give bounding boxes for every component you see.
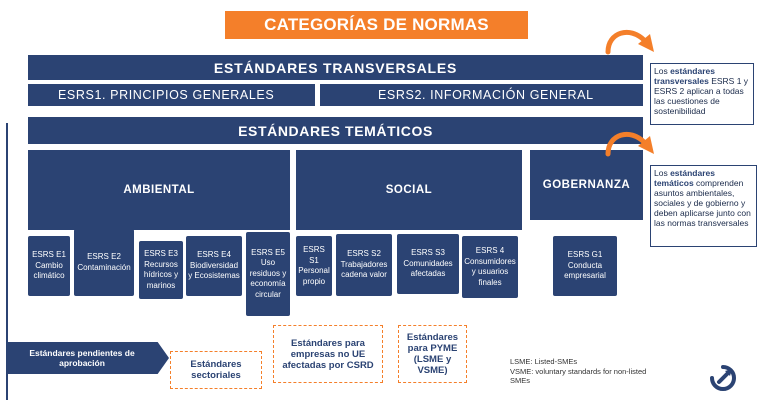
standard-name: Trabajadores cadena valor bbox=[340, 259, 388, 280]
pending-arrow: Estándares pendientes de aprobación bbox=[7, 342, 169, 374]
category-gobernanza: GOBERNANZA bbox=[530, 150, 643, 220]
standard-name: Cambio climático bbox=[33, 260, 65, 281]
standard-code: ESRS 4 bbox=[475, 246, 505, 255]
legend: LSME: Listed-SMEs VSME: voluntary standa… bbox=[510, 357, 655, 386]
standard-e2: ESRS E2 Contaminación bbox=[74, 229, 134, 296]
callout-tematicos: Los estándares temáticos comprenden asun… bbox=[650, 165, 757, 247]
standard-name: Recursos hídricos y marinos bbox=[143, 259, 179, 290]
standard-name: Contaminación bbox=[77, 262, 131, 272]
standard-code: ESRS E3 bbox=[144, 249, 178, 258]
standard-g1: ESRS G1 Conducta empresarial bbox=[553, 236, 617, 296]
standard-name: Consumidores y usuarios finales bbox=[464, 256, 516, 287]
callout-text: ESRS 1 y ESRS 2 aplican a todas las cues… bbox=[654, 76, 749, 116]
standard-e4: ESRS E4 Biodiversidad y Ecosistemas bbox=[186, 236, 242, 296]
standard-s2: ESRS S2 Trabajadores cadena valor bbox=[336, 234, 392, 296]
standard-code: ESRS E1 bbox=[32, 250, 66, 260]
standard-name: Uso residuos y economía circular bbox=[249, 258, 287, 299]
logo-icon bbox=[710, 365, 736, 391]
pending-box-pyme: Estándares para PYME (LSME y VSME) bbox=[398, 325, 467, 383]
standard-s1: ESRS S1 Personal propio bbox=[296, 236, 332, 296]
standard-code: ESRS G1 bbox=[567, 250, 603, 260]
callout-bold: estándares transversales bbox=[654, 66, 715, 86]
callout-prefix: Los bbox=[654, 66, 671, 76]
curved-arrow-icon bbox=[605, 29, 654, 55]
standard-code: ESRS S2 bbox=[347, 249, 381, 259]
standard-name: Comunidades afectadas bbox=[403, 258, 453, 279]
standard-name: Personal propio bbox=[298, 266, 330, 286]
standard-e5: ESRS E5 Uso residuos y economía circular bbox=[246, 232, 290, 316]
left-divider bbox=[6, 123, 8, 400]
standard-s4: ESRS 4 Consumidores y usuarios finales bbox=[462, 236, 518, 298]
category-social: SOCIAL bbox=[296, 150, 522, 230]
standard-e1: ESRS E1 Cambio climático bbox=[28, 236, 70, 296]
page-title: CATEGORÍAS DE NORMAS bbox=[225, 11, 528, 39]
callout-transversal: Los estándares transversales ESRS 1 y ES… bbox=[650, 63, 754, 125]
standard-s3: ESRS S3 Comunidades afectadas bbox=[397, 234, 459, 294]
legend-vsme: VSME: voluntary standards for non-listed… bbox=[510, 367, 647, 385]
standard-name: Conducta empresarial bbox=[564, 260, 606, 281]
standard-code: ESRS E4 bbox=[197, 250, 231, 260]
pending-box-sectoriales: Estándares sectoriales bbox=[170, 351, 262, 389]
callout-bold: estándares temáticos bbox=[654, 168, 715, 188]
esrs2-box: ESRS2. INFORMACIÓN GENERAL bbox=[320, 84, 643, 106]
transversal-band: ESTÁNDARES TRANSVERSALES bbox=[28, 55, 643, 80]
standard-code: ESRS S3 bbox=[411, 248, 445, 258]
standard-code: ESRS E5 bbox=[251, 247, 285, 257]
callout-text: comprenden asuntos ambientales, sociales… bbox=[654, 178, 751, 228]
standard-code: ESRS E2 bbox=[87, 252, 121, 261]
pending-box-no-ue: Estándares para empresas no UE afectadas… bbox=[273, 325, 383, 383]
curved-arrow-icon bbox=[605, 131, 654, 157]
callout-prefix: Los bbox=[654, 168, 671, 178]
tematicos-band: ESTÁNDARES TEMÁTICOS bbox=[28, 117, 643, 144]
esrs1-box: ESRS1. PRINCIPIOS GENERALES bbox=[28, 84, 315, 106]
category-ambiental: AMBIENTAL bbox=[28, 150, 290, 230]
standard-e3: ESRS E3 Recursos hídricos y marinos bbox=[139, 241, 183, 299]
standard-code: ESRS S1 bbox=[303, 245, 325, 265]
standard-name: Biodiversidad y Ecosistemas bbox=[188, 260, 240, 281]
legend-lsme: LSME: Listed-SMEs bbox=[510, 357, 578, 366]
